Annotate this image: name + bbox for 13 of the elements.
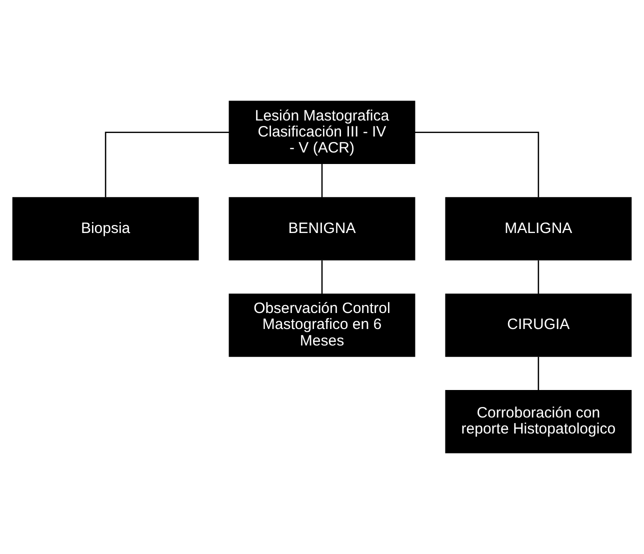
- connector: [104, 132, 230, 198]
- node-box: MALIGNA: [445, 197, 632, 260]
- connector: [321, 164, 323, 198]
- connector: [414, 132, 540, 198]
- node-box: CIRUGIA: [445, 294, 632, 357]
- node-box: Corroboración con reporte Histopatologico: [445, 390, 632, 454]
- node-box: BENIGNA: [228, 197, 416, 260]
- connector: [538, 260, 540, 294]
- node-box: Observación Control Mastografico en 6 Meses: [228, 294, 416, 357]
- node-box: Biopsia: [12, 197, 199, 260]
- connector: [538, 356, 540, 390]
- connector: [321, 260, 323, 294]
- node-box: Lesión Mastografica Clasificación III - IV - V (ACR): [228, 100, 416, 164]
